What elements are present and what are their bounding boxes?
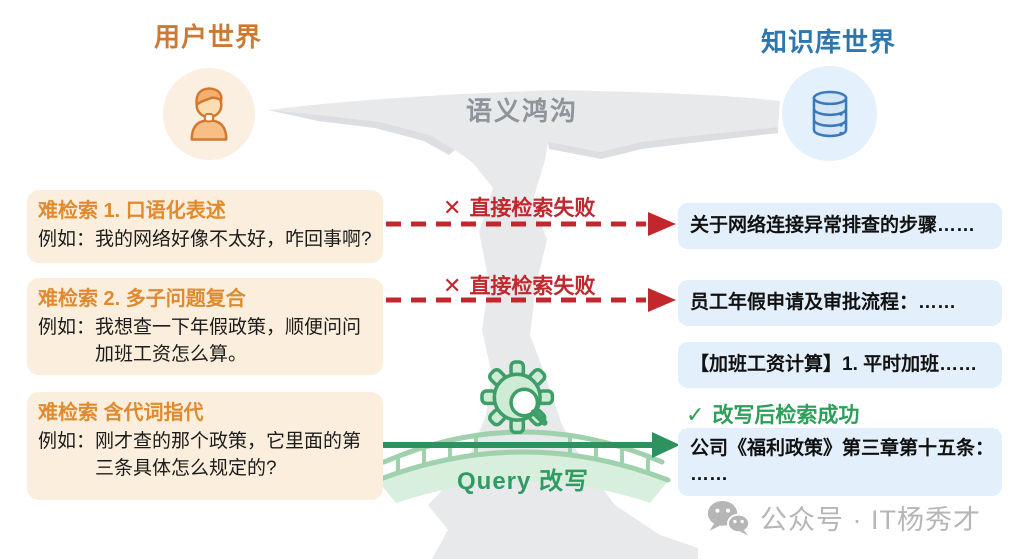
fail-label-1: ✕ 直接检索失败 (443, 192, 595, 222)
doc-text: 关于网络连接异常排查的步骤…… (690, 215, 976, 237)
success-label: ✓ 改写后检索成功 (686, 399, 859, 429)
watermark: 公众号 · IT杨秀才 (706, 497, 981, 537)
hard-query-card-2: 难检索 2. 多子问题复合 例如：我想查一下年假政策，顺便问问 加班工资怎么算。 (27, 278, 383, 375)
person-icon (190, 87, 228, 141)
semantic-gap-label: 语义鸿沟 (466, 96, 579, 126)
watermark-text: 公众号 · IT杨秀才 (760, 504, 981, 535)
hard-query-card-3: 难检索 含代词指代 例如：刚才查的那个政策，它里面的第 三条具体怎么规定的? (27, 392, 383, 500)
doc-text: 公司《福利政策》第三章第十五条： …… (690, 438, 995, 485)
card-title: 难检索 含代词指代 (38, 402, 204, 424)
success-label-text: 改写后检索成功 (712, 404, 860, 427)
kb-world-title: 知识库世界 (761, 27, 897, 57)
card-title: 难检索 2. 多子问题复合 (38, 288, 246, 310)
kb-doc-card-1: 关于网络连接异常排查的步骤…… (678, 203, 1002, 249)
doc-text: 【加班工资计算】1. 平时加班…… (690, 354, 978, 376)
database-icon (812, 90, 847, 137)
doc-text: 员工年假申请及审批流程：…… (690, 292, 957, 314)
card-body: 例如：我的网络好像不太好，咋回事啊? (38, 229, 372, 250)
kb-doc-card-2: 员工年假申请及审批流程：…… (678, 280, 1002, 326)
chasm-edge-shadow-right (548, 127, 778, 159)
query-rewrite-label: Query 改写 (457, 468, 590, 495)
card-title: 难检索 1. 口语化表述 (38, 200, 226, 222)
user-world-title: 用户世界 (154, 22, 263, 52)
gear-magnifier-icon (480, 360, 555, 435)
card-body: 例如：刚才查的那个政策，它里面的第 三条具体怎么规定的? (38, 431, 362, 479)
success-arrow (380, 432, 680, 458)
hard-query-card-1: 难检索 1. 口语化表述 例如：我的网络好像不太好，咋回事啊? (27, 190, 383, 263)
x-icon: ✕ (443, 273, 462, 298)
check-icon: ✓ (686, 402, 705, 427)
x-icon: ✕ (443, 195, 462, 220)
fail-arrow-2 (386, 288, 676, 312)
fail-label-text: 直接检索失败 (469, 197, 596, 220)
wechat-icon (707, 500, 750, 536)
chasm-edge-shadow-left (268, 110, 455, 155)
card-body: 例如：我想查一下年假政策，顺便问问 加班工资怎么算。 (38, 317, 362, 365)
fail-label-text: 直接检索失败 (469, 275, 596, 298)
fail-arrow-1 (386, 212, 676, 236)
kb-doc-card-4: 公司《福利政策》第三章第十五条： …… (678, 428, 1002, 496)
kb-doc-card-3: 【加班工资计算】1. 平时加班…… (678, 342, 1002, 388)
kb-avatar (782, 66, 877, 161)
fail-label-2: ✕ 直接检索失败 (443, 270, 595, 300)
chasm-shape (268, 90, 780, 559)
user-avatar (163, 68, 255, 160)
